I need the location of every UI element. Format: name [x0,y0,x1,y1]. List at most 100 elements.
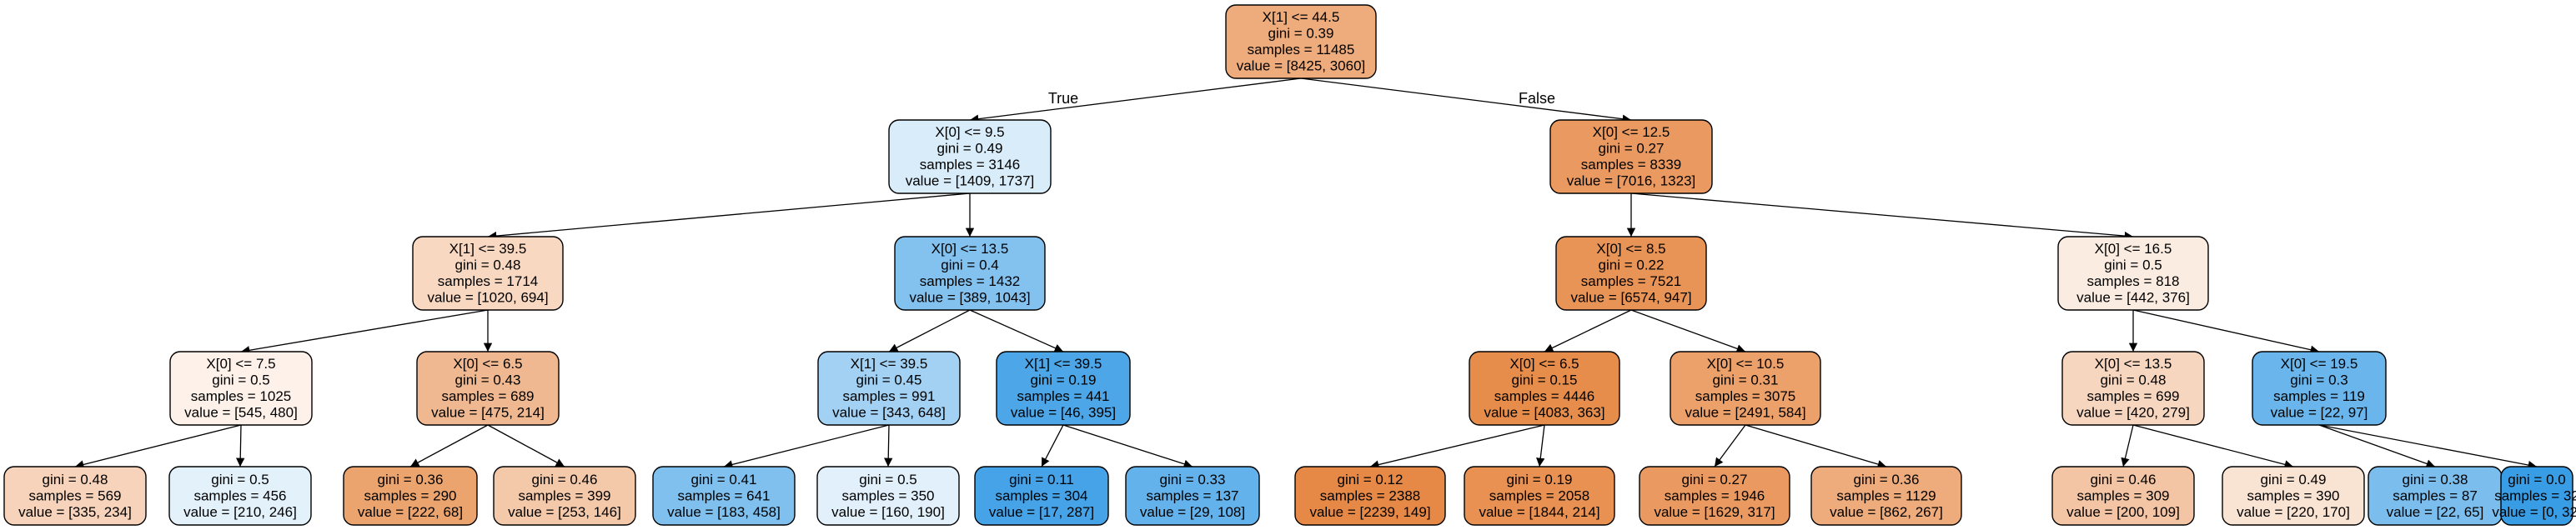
node-split-rule: X[1] <= 44.5 [1263,9,1340,25]
node-gini: gini = 0.48 [455,258,521,273]
node-value: value = [862, 267] [1830,504,1943,520]
node-samples: samples = 350 [841,488,934,503]
node-gini: gini = 0.4 [941,258,998,273]
node-box [1555,236,1707,311]
node-samples: samples = 3146 [920,157,1021,172]
node-split-rule: X[0] <= 19.5 [2281,356,2358,372]
node-value: value = [1629, 317] [1654,504,1775,520]
edge-n3-n7 [240,309,489,355]
node-value: value = [222, 68] [358,504,463,520]
edge-n13-n28 [2132,424,2294,469]
node-box [888,119,1052,194]
node-split-rule: X[1] <= 39.5 [851,356,928,372]
node-samples: samples = 390 [2247,488,2339,503]
edge-n5-n11 [1544,309,1632,352]
edge-n2-n6 [1630,192,2134,241]
node-split-rule: X[0] <= 13.5 [2095,356,2172,372]
node-box [168,466,312,526]
node-value: value = [17, 287] [989,504,1094,520]
node-split-rule: X[1] <= 39.5 [1025,356,1102,372]
node-split-rule: X[1] <= 39.5 [449,241,527,257]
node-gini: gini = 0.46 [2091,472,2157,488]
node-gini: gini = 0.19 [1507,472,1573,488]
node-box [817,351,961,426]
node-value: value = [160, 190] [831,504,945,520]
node-samples: samples = 87 [2393,488,2478,503]
node-samples: samples = 309 [2076,488,2169,503]
edge-n5-n12 [1630,309,1746,353]
edge-n4-n10 [969,309,1064,352]
node-box [412,236,564,311]
node-gini: gini = 0.27 [1599,141,1665,157]
node-gini: gini = 0.15 [1512,372,1578,388]
node-gini: gini = 0.48 [2101,372,2167,388]
node-samples: samples = 304 [995,488,1087,503]
edges-layer: True False [74,78,2538,470]
node-samples: samples = 456 [193,488,286,503]
node-box [1549,119,1713,194]
node-value: value = [200, 109] [2066,504,2180,520]
node-box [2057,236,2209,311]
node-gini: gini = 0.43 [455,372,521,388]
node-samples: samples = 7521 [1581,273,1682,289]
node-samples: samples = 3075 [1695,388,1796,404]
node-gini: gini = 0.48 [43,472,108,488]
edge-n6-n14 [2132,309,2320,354]
node-samples: samples = 2388 [1320,488,1421,503]
node-value: value = [2239, 149] [1309,504,1430,520]
node-value: value = [420, 279] [2076,405,2190,421]
edge-n0-n1 [969,78,1302,123]
node-samples: samples = 641 [677,488,770,503]
edge-n11-n24 [1536,424,1545,468]
edge-n4-n9 [888,309,971,352]
node-box [1639,466,1790,526]
node-value: value = [389, 1043] [909,290,1030,306]
node-gini: gini = 0.36 [378,472,444,488]
node-box [1225,4,1377,79]
node-samples: samples = 119 [2273,388,2365,404]
node-gini: gini = 0.36 [1854,472,1920,488]
node-box [343,466,478,526]
node-box [1810,466,1962,526]
node-gini: gini = 0.11 [1009,472,1074,488]
node-box [2500,466,2573,526]
edge-n9-n20 [884,424,893,468]
node-value: value = [6574, 947] [1570,290,1691,306]
node-value: value = [442, 376] [2076,290,2190,306]
edge-label-false: False [1519,90,1555,107]
node-value: value = [1020, 694] [427,290,548,306]
node-value: value = [220, 170] [2237,504,2350,520]
edge-n9-n19 [723,424,890,469]
node-split-rule: X[0] <= 6.5 [1509,356,1579,372]
node-gini: gini = 0.5 [2104,258,2162,273]
node-value: value = [46, 395] [1011,405,1116,421]
node-split-rule: X[0] <= 12.5 [1593,124,1670,140]
edge-label-true: True [1048,90,1078,107]
node-box [1464,466,1615,526]
node-samples: samples = 1714 [438,273,539,289]
node-samples: samples = 399 [518,488,610,503]
node-gini: gini = 0.49 [2261,472,2327,488]
edge-n13-n27 [2121,424,2134,468]
node-box [2222,466,2365,526]
node-box [2051,466,2195,526]
node-box [996,351,1131,426]
node-split-rule: X[0] <= 16.5 [2095,241,2172,257]
